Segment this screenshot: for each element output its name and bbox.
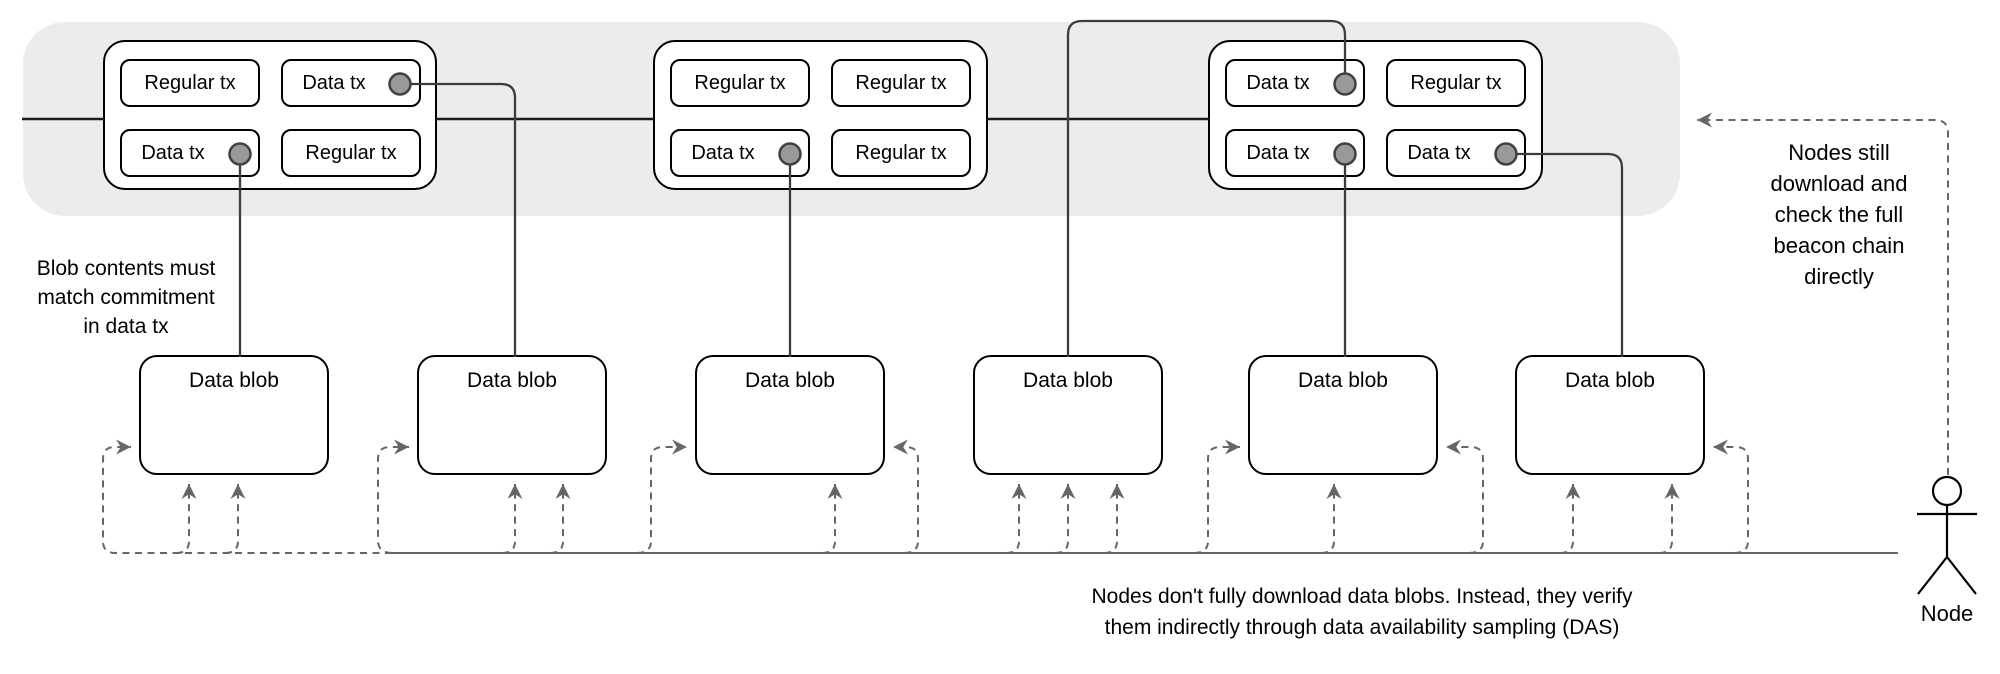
blob-label: Data blob <box>1565 369 1655 392</box>
data-blob-6: Data blob <box>1515 355 1705 475</box>
tx-label: Regular tx <box>855 141 947 164</box>
tx-box-data: Data tx <box>120 129 260 177</box>
data-blob-2: Data blob <box>417 355 607 475</box>
blob-label: Data blob <box>1023 369 1113 392</box>
tx-label: Data tx <box>691 141 755 164</box>
tx-box-regular: Regular tx <box>120 59 260 107</box>
tx-label: Data tx <box>1246 141 1310 164</box>
tx-box-data: Data tx <box>1386 129 1526 177</box>
data-blob-1: Data blob <box>139 355 329 475</box>
blob-label: Data blob <box>745 369 835 392</box>
blob-commitment-note: Blob contents must match commitment in d… <box>36 257 216 338</box>
full-download-note: Nodes still download and check the full … <box>1770 140 1908 289</box>
tx-label: Regular tx <box>1410 71 1502 94</box>
tx-box-regular: Regular tx <box>831 59 971 107</box>
beacon-block-2: Regular tx Regular tx Data tx Regular tx <box>653 40 988 190</box>
tx-label: Regular tx <box>855 71 947 94</box>
tx-label: Data tx <box>1407 141 1471 164</box>
tx-label: Data tx <box>141 141 205 164</box>
node-label: Node <box>1920 601 1974 626</box>
blob-label: Data blob <box>467 369 557 392</box>
tx-box-data: Data tx <box>670 129 810 177</box>
tx-label: Regular tx <box>144 71 236 94</box>
beacon-block-1: Regular tx Data tx Data tx Regular tx <box>103 40 437 190</box>
tx-label: Regular tx <box>694 71 786 94</box>
das-note: Nodes don't fully download data blobs. I… <box>1091 585 1633 639</box>
data-blob-3: Data blob <box>695 355 885 475</box>
tx-label: Regular tx <box>305 141 397 164</box>
tx-label: Data tx <box>302 71 366 94</box>
tx-box-regular: Regular tx <box>670 59 810 107</box>
tx-label: Data tx <box>1246 71 1310 94</box>
data-blob-5: Data blob <box>1248 355 1438 475</box>
tx-box-regular: Regular tx <box>281 129 421 177</box>
node-stick-figure-icon <box>1917 475 1977 595</box>
beacon-block-3: Data tx Regular tx Data tx Data tx <box>1208 40 1543 190</box>
tx-box-data: Data tx <box>281 59 421 107</box>
tx-box-regular: Regular tx <box>1386 59 1526 107</box>
tx-box-regular: Regular tx <box>831 129 971 177</box>
tx-box-data: Data tx <box>1225 59 1365 107</box>
data-blob-4: Data blob <box>973 355 1163 475</box>
tx-box-data: Data tx <box>1225 129 1365 177</box>
blob-label: Data blob <box>189 369 279 392</box>
blob-label: Data blob <box>1298 369 1388 392</box>
